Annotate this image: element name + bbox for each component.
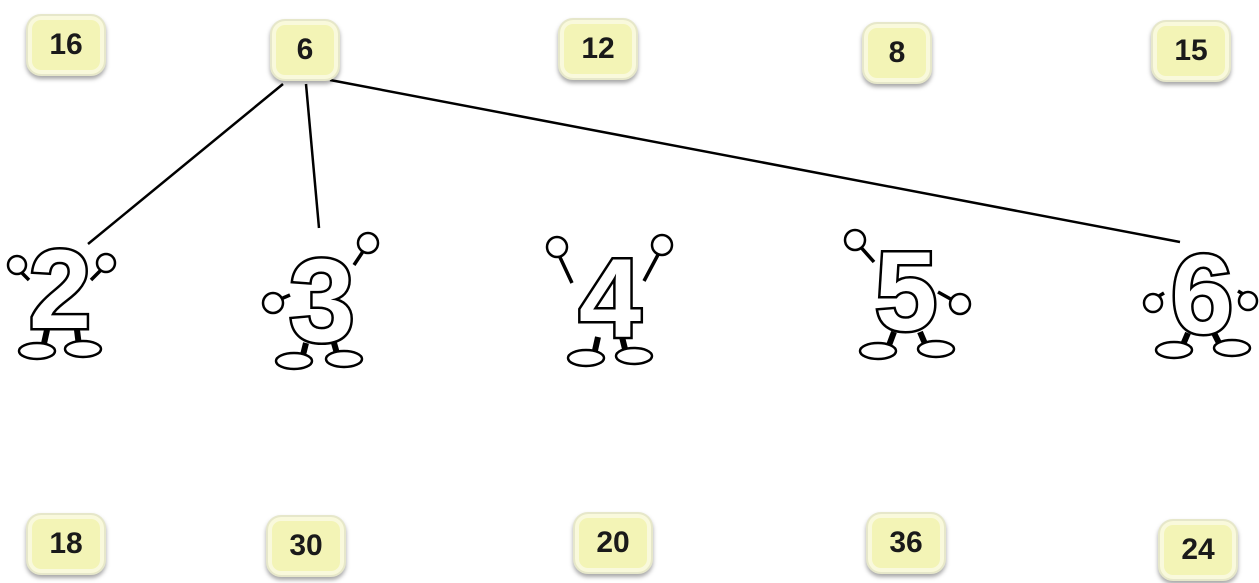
top-tile-label: 12 (581, 32, 614, 66)
bottom-tile-label: 18 (49, 527, 82, 561)
character-6[interactable]: 6 (1142, 225, 1259, 365)
top-tile-8[interactable]: 8 (862, 22, 932, 84)
top-tile-12[interactable]: 12 (558, 18, 638, 80)
character-digit: 5 (875, 229, 937, 354)
character-digit: 4 (579, 236, 641, 361)
bottom-tile-label: 20 (596, 526, 629, 560)
top-tile-label: 8 (889, 36, 906, 70)
top-tile-6[interactable]: 6 (270, 19, 340, 81)
top-tile-15[interactable]: 15 (1151, 20, 1231, 82)
top-tile-label: 16 (49, 28, 82, 62)
character-digit: 6 (1171, 232, 1233, 357)
connection-line-6-to-3 (306, 84, 319, 228)
bottom-tile-label: 24 (1181, 533, 1214, 567)
character-digit: 3 (289, 235, 355, 367)
top-tile-label: 15 (1174, 34, 1207, 68)
top-tile-16[interactable]: 16 (26, 14, 106, 76)
bottom-tile-18[interactable]: 18 (26, 513, 106, 575)
character-3[interactable]: 3 (258, 225, 388, 375)
character-digit: 2 (29, 227, 91, 352)
character-2[interactable]: 2 (5, 220, 120, 365)
bottom-tile-36[interactable]: 36 (866, 512, 946, 574)
bottom-tile-label: 36 (889, 526, 922, 560)
character-5[interactable]: 5 (840, 222, 975, 367)
bottom-tile-24[interactable]: 24 (1158, 519, 1238, 581)
character-4[interactable]: 4 (542, 225, 677, 375)
connection-line-6-to-6 (330, 80, 1180, 242)
bottom-tile-label: 30 (289, 529, 322, 563)
bottom-tile-30[interactable]: 30 (266, 515, 346, 577)
bottom-tile-20[interactable]: 20 (573, 512, 653, 574)
top-tile-label: 6 (297, 33, 314, 67)
